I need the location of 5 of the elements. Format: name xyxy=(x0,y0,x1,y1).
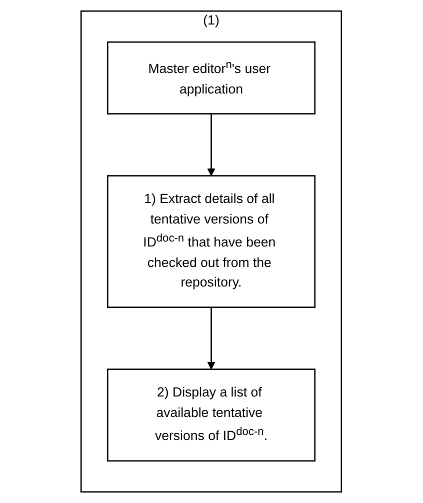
node-box xyxy=(107,175,316,308)
node-box xyxy=(107,368,316,462)
arrow xyxy=(208,114,216,176)
arrow xyxy=(208,307,216,370)
node-box xyxy=(107,41,316,114)
